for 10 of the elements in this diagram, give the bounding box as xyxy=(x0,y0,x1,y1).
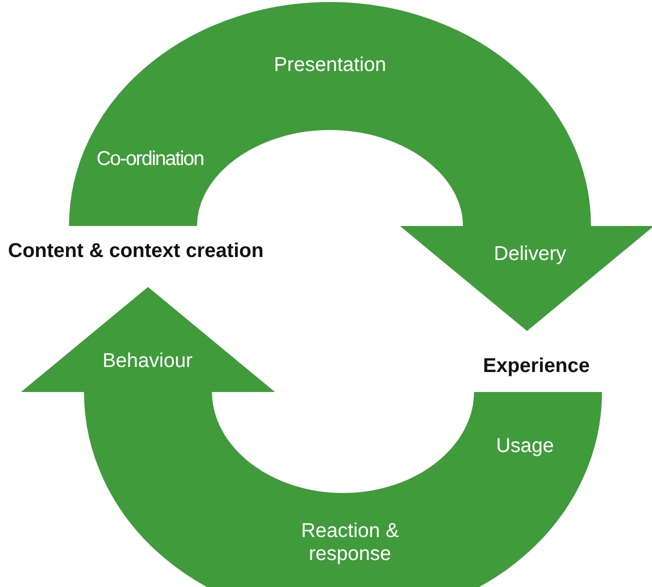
stage-label: Experience xyxy=(483,355,590,378)
arrow-label: Usage xyxy=(495,435,555,458)
curved-arrow xyxy=(69,2,652,331)
arrow-label: Delivery xyxy=(492,243,568,266)
stage-label: Content & context creation xyxy=(8,240,264,263)
arrow-label: Co-ordination xyxy=(95,148,205,171)
arrow-label: Reaction & response xyxy=(300,520,400,566)
curved-arrow xyxy=(21,287,602,587)
arrow-label: Behaviour xyxy=(101,350,194,373)
arrow-label: Presentation xyxy=(272,54,388,77)
